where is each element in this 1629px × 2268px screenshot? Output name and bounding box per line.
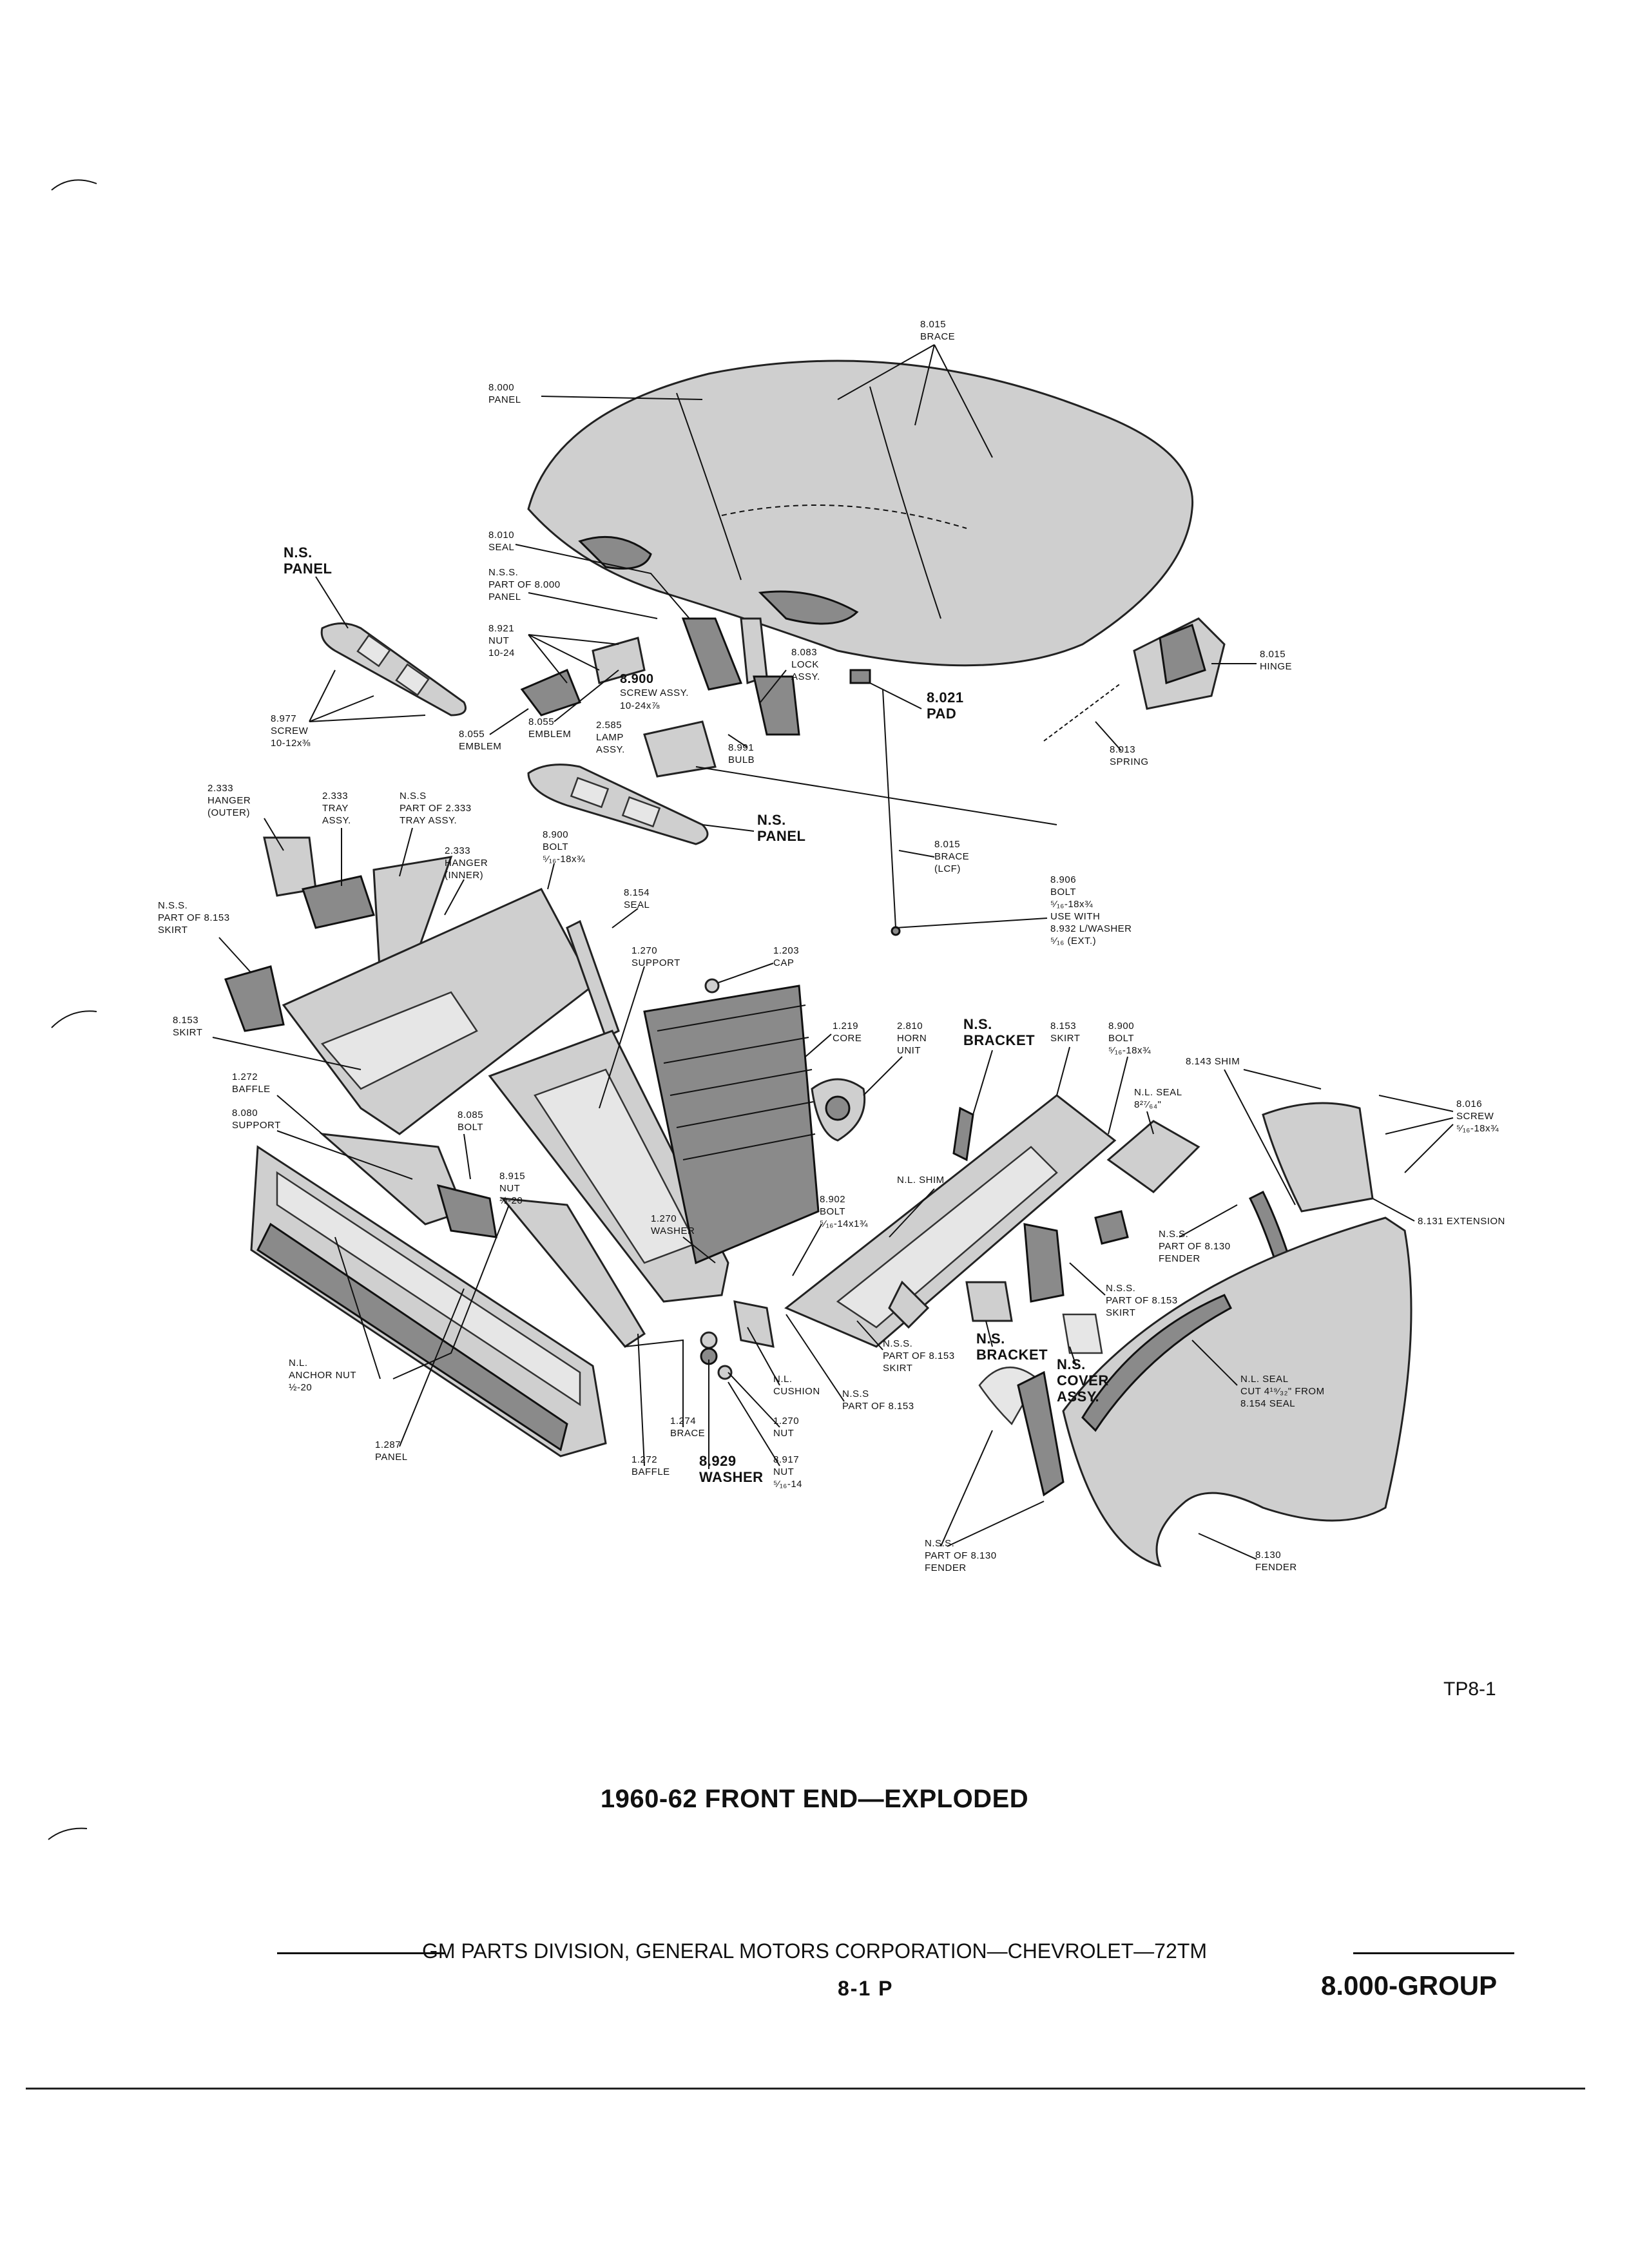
left-skirt-illustration [224, 888, 594, 1135]
footer-publisher: GM PARTS DIVISION, GENERAL MOTORS CORPOR… [422, 1939, 1207, 1963]
hinge-spring-illustration [849, 617, 1226, 742]
figure-code: TP8-1 [1443, 1678, 1496, 1700]
right-skirt-illustration [784, 1094, 1117, 1348]
bottom-rule [26, 2088, 1585, 2090]
ns-panel-left-illustration [320, 622, 467, 716]
seal-strip-illustration [566, 919, 620, 1039]
callout-nl-shim: N.L. SHIM [897, 1175, 945, 1186]
brace-rods-illustration [695, 689, 1057, 936]
callout-ns-bracket-upper: N.S.BRACKET [963, 1016, 1035, 1048]
horn-illustration [811, 1078, 866, 1142]
footer-rule-left [277, 1952, 445, 1954]
hood-panel-illustration [527, 360, 1194, 667]
callout-ns-panel-lower: N.S.PANEL [757, 812, 805, 844]
callout-8-143-shim: 8.143 SHIM [1186, 1056, 1240, 1067]
scan-mark [48, 1827, 88, 1840]
front-baffle-illustration [319, 1132, 646, 1348]
radiator-core-illustration [643, 978, 820, 1265]
callout-ns-bracket-lower: N.S.BRACKET [976, 1331, 1048, 1363]
ns-panel-lower-illustration [527, 764, 709, 845]
small-brackets-illustration [700, 1120, 1200, 1380]
leader-lines [212, 344, 1454, 1560]
scan-mark [51, 179, 97, 191]
callout-8-131-extension: 8.131 EXTENSION [1418, 1216, 1505, 1227]
scan-mark [51, 1010, 97, 1028]
page-number: 8-1 P [838, 1977, 894, 2000]
footer-rule-right [1353, 1952, 1514, 1954]
page-caption: 1960-62 FRONT END—EXPLODED [600, 1785, 1029, 1813]
hanger-tray-illustration [263, 836, 453, 981]
grille-panel-illustration [250, 1145, 607, 1457]
group-number: 8.000-GROUP [1321, 1970, 1498, 2001]
callout-ns-panel-left: N.S.PANEL [284, 544, 332, 577]
callout-nl-cushion: N.L.CUSHION [773, 1374, 820, 1397]
fender-illustration [978, 1216, 1412, 1568]
